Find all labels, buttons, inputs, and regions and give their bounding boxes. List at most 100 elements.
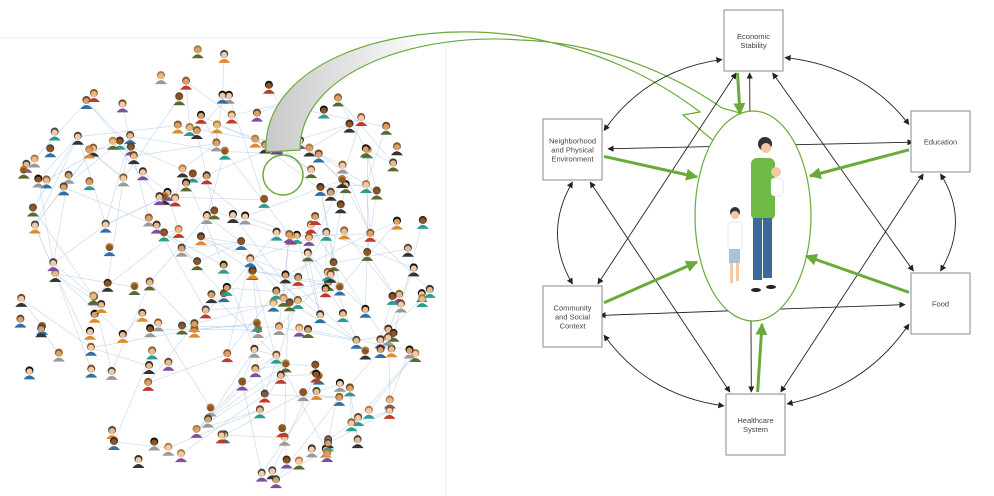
person-node <box>385 344 398 358</box>
person-node <box>350 335 363 349</box>
person-node <box>205 290 218 304</box>
network-edge <box>232 214 299 302</box>
person-node <box>277 293 290 307</box>
network-edge <box>196 130 215 212</box>
person-node <box>113 136 126 150</box>
person-node <box>297 388 310 402</box>
network-edge <box>341 117 362 181</box>
network-edge <box>285 233 371 276</box>
network-edge <box>254 274 331 351</box>
person-node <box>370 186 383 200</box>
person-node <box>132 454 145 468</box>
network-edge <box>90 347 150 367</box>
relationship-arrow <box>557 181 573 285</box>
network-edge <box>370 233 430 291</box>
network-edge <box>107 178 124 284</box>
determinant-label: Economic <box>737 32 770 41</box>
network-edge <box>113 441 169 449</box>
person-node <box>144 324 157 338</box>
person-node <box>258 389 271 403</box>
network-edge <box>32 208 95 298</box>
network-edge <box>271 374 317 472</box>
person-node <box>309 211 322 225</box>
person-node <box>382 332 395 346</box>
person-node <box>423 284 436 298</box>
network-edge <box>370 221 398 235</box>
network-edge <box>345 184 371 234</box>
network-edge <box>223 265 255 350</box>
person-node <box>173 92 186 106</box>
person-node <box>302 324 315 338</box>
person-node <box>280 455 293 469</box>
network-edge <box>182 169 224 266</box>
person-node <box>136 308 149 322</box>
network-edge <box>164 196 265 201</box>
person-node <box>333 392 346 406</box>
person-node <box>176 321 189 335</box>
network-edge <box>264 300 299 395</box>
network-edge <box>339 349 381 399</box>
network-edge <box>310 225 366 310</box>
person-node <box>273 322 286 336</box>
network-edge <box>200 236 308 254</box>
determinant-label: Community <box>554 304 592 313</box>
person-node <box>248 344 261 358</box>
determinant-label: Environment <box>551 155 594 164</box>
network-edge <box>276 282 329 292</box>
person-node <box>364 228 377 242</box>
network-edge <box>112 141 160 198</box>
person-node <box>194 232 207 246</box>
network-edge <box>181 248 225 295</box>
network-edge <box>252 270 286 276</box>
person-node <box>332 93 345 107</box>
influence-arrow-healthcare <box>755 322 768 393</box>
network-edge <box>206 215 242 243</box>
person-node <box>270 475 283 489</box>
network-edge <box>283 232 327 299</box>
network-edge <box>309 148 343 166</box>
network-edge <box>194 323 257 330</box>
person-node <box>321 448 334 462</box>
person-node <box>71 131 84 145</box>
person-node <box>143 277 156 291</box>
network-nodes <box>14 45 436 489</box>
network-edge <box>224 434 285 439</box>
person-node <box>416 294 429 308</box>
network-edge <box>224 151 292 237</box>
person-node <box>336 160 349 174</box>
network-edge <box>148 353 228 384</box>
influence-arrow-food <box>804 253 910 294</box>
network-edge <box>333 248 408 264</box>
network-edge <box>185 81 232 116</box>
family-illustration <box>727 137 784 292</box>
person-node <box>305 444 318 458</box>
person-node <box>128 282 141 296</box>
network-edge <box>330 274 357 341</box>
network-edge <box>327 410 390 444</box>
network-edge <box>368 353 416 411</box>
person-node <box>290 230 303 244</box>
network-edge <box>285 275 357 342</box>
person-node <box>250 318 263 332</box>
network-edge <box>54 273 92 370</box>
network-edge <box>365 252 368 310</box>
network-edge <box>200 115 217 144</box>
person-node <box>351 435 364 449</box>
person-node <box>62 170 75 184</box>
person-node <box>320 227 333 241</box>
person-node <box>236 377 249 391</box>
network-edge <box>150 328 259 331</box>
network-edge <box>21 298 43 328</box>
person-node <box>28 220 41 234</box>
person-node <box>154 71 167 85</box>
person-node <box>14 314 27 328</box>
person-node <box>403 345 416 359</box>
influence-arrows <box>603 72 910 393</box>
person-node <box>95 300 108 314</box>
person-node <box>266 466 279 480</box>
network-edge <box>111 282 150 372</box>
person-node <box>334 200 347 214</box>
